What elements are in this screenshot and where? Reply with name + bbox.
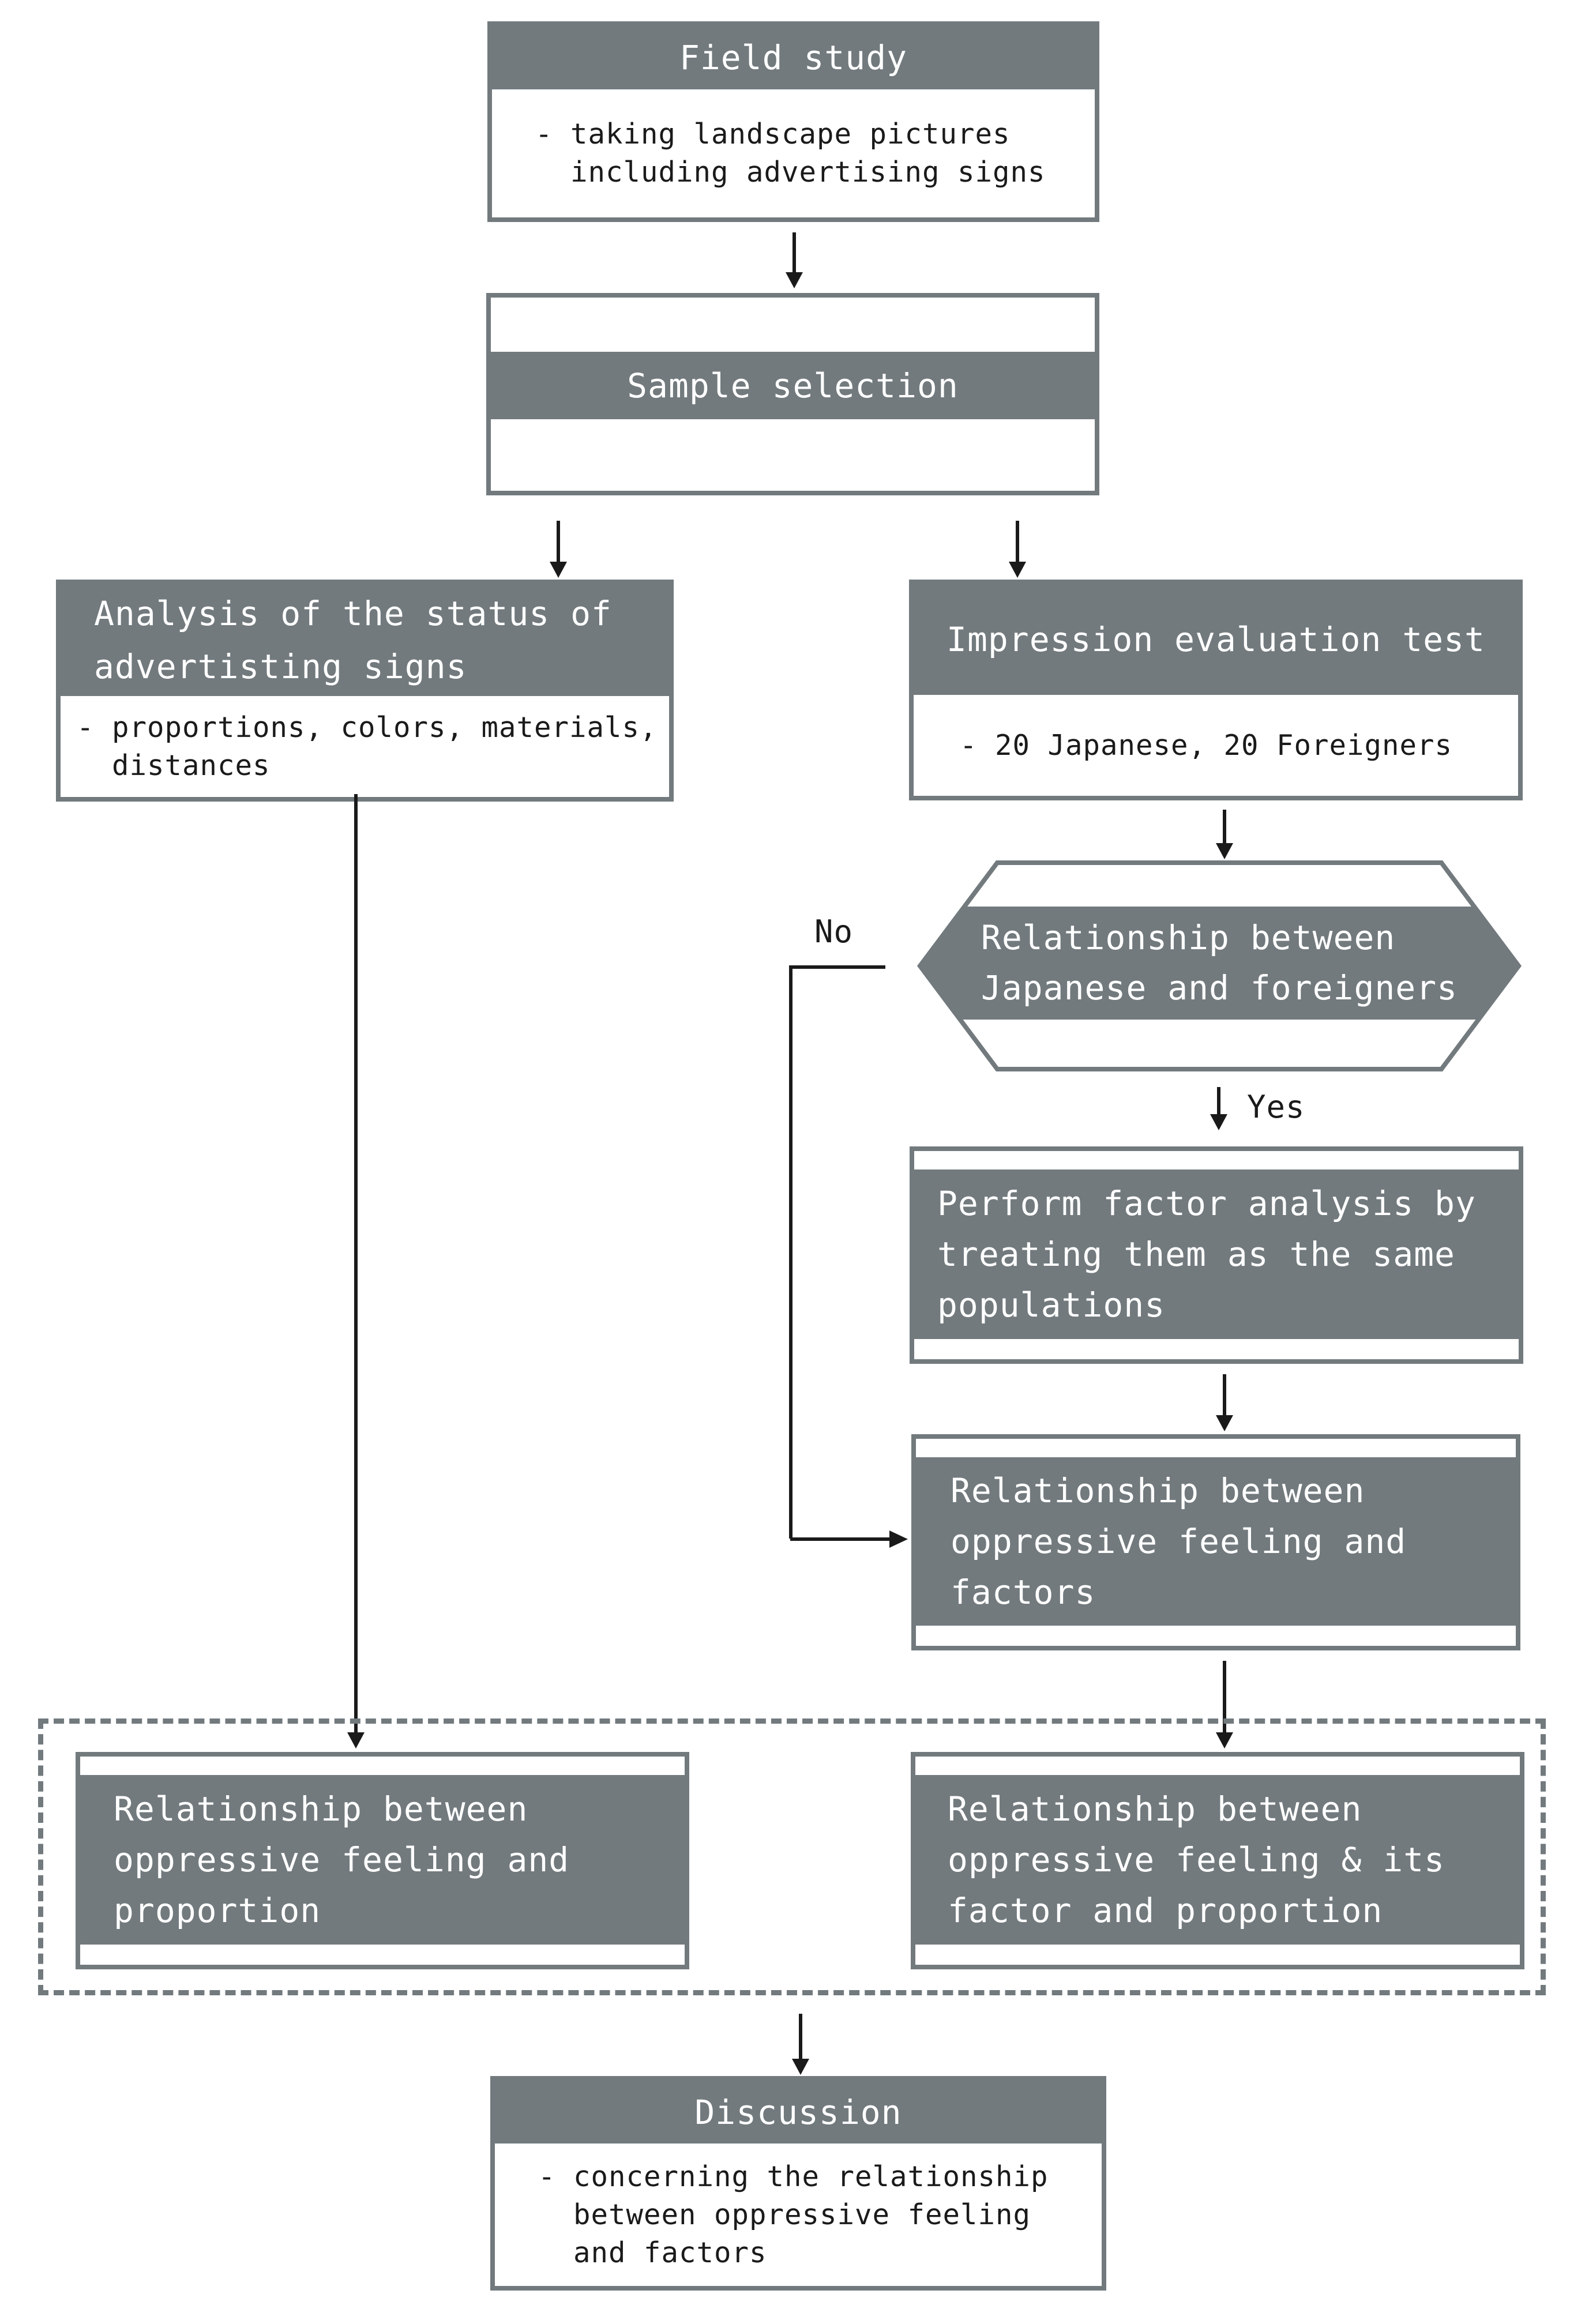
stripe-top — [914, 1151, 1519, 1169]
node-analysis-title: Analysis of the status of advertisting s… — [61, 584, 669, 696]
node-impression-title: Impression evaluation test — [914, 584, 1518, 695]
arrow-shaft — [1016, 521, 1019, 563]
no-path-line-v — [789, 965, 792, 1539]
dashed-group-box — [38, 1718, 1546, 1995]
node-oppressive-factor-proportion: Relationship between oppressive feeling … — [911, 1752, 1524, 1969]
arrow-group-to-discussion — [792, 2014, 809, 2075]
node-discussion-title: Discussion — [495, 2081, 1102, 2144]
node-oppressive-factors: Relationship between oppressive feeling … — [911, 1434, 1520, 1650]
arrow-shaft — [1223, 1661, 1226, 1733]
arrow-sample-to-analysis — [550, 521, 567, 578]
decision-label: Relationship between Japanese and foreig… — [915, 907, 1523, 1020]
node-analysis-body: - proportions, colors, materials, distan… — [77, 710, 658, 782]
no-path-line-h1 — [789, 965, 885, 969]
stripe-top — [915, 1757, 1520, 1775]
arrow-field-to-sample — [786, 232, 803, 288]
arrow-shaft — [1217, 1087, 1220, 1115]
arrowhead-down-icon — [1216, 1415, 1233, 1431]
arrow-sample-to-impression — [1009, 521, 1026, 578]
arrowhead-down-icon — [347, 1732, 365, 1748]
arrow-analysis-to-proportion — [347, 794, 365, 1748]
yes-arrow — [1210, 1087, 1227, 1130]
stripe-top — [916, 1439, 1516, 1457]
arrow-shaft — [1223, 810, 1226, 844]
node-sample-selection-title: Sample selection — [491, 352, 1095, 419]
node-perform-factor-text: Perform factor analysis by treating them… — [937, 1184, 1476, 1325]
node-discussion-body: - concerning the relationship between op… — [538, 2160, 1049, 2269]
band-white-top — [491, 298, 1095, 352]
arrow-shaft — [557, 521, 560, 563]
stripe-top — [80, 1757, 685, 1775]
arrow-shaft — [354, 794, 358, 1733]
no-label: No — [814, 913, 854, 950]
arrowhead-right-icon — [889, 1530, 908, 1548]
hexagon-band — [920, 907, 1519, 1020]
node-field-study: Field study - taking landscape pictures … — [487, 21, 1099, 222]
node-oppressive-factors-text: Relationship between oppressive feeling … — [951, 1471, 1407, 1612]
arrow-shaft — [1223, 1374, 1226, 1416]
arrow-impression-to-decision — [1216, 810, 1233, 859]
node-sample-selection: Sample selection — [486, 293, 1099, 495]
arrowhead-down-icon — [1216, 843, 1233, 859]
decision-text: Relationship between Japanese and foreig… — [981, 918, 1458, 1007]
stripe-bottom — [914, 1339, 1519, 1359]
arrow-shaft — [799, 2014, 802, 2060]
arrowhead-down-icon — [792, 2059, 809, 2075]
band-white-bottom — [491, 419, 1095, 491]
stripe-bottom — [80, 1945, 685, 1965]
node-oppressive-proportion: Relationship between oppressive feeling … — [76, 1752, 689, 1969]
node-impression: Impression evaluation test - 20 Japanese… — [909, 580, 1523, 800]
yes-label: Yes — [1247, 1089, 1305, 1125]
stripe-bottom — [915, 1945, 1520, 1965]
stripe-bottom — [916, 1626, 1516, 1646]
arrowhead-down-icon — [786, 272, 803, 288]
decision-hexagon — [917, 860, 1522, 1071]
node-discussion: Discussion - concerning the relationship… — [490, 2076, 1106, 2291]
arrowhead-down-icon — [550, 562, 567, 578]
arrow-perform-to-factors — [1216, 1374, 1233, 1431]
node-impression-body: - 20 Japanese, 20 Foreigners — [960, 728, 1453, 762]
arrowhead-down-icon — [1210, 1114, 1227, 1130]
node-oppressive-factor-proportion-text: Relationship between oppressive feeling … — [948, 1789, 1445, 1930]
arrowhead-down-icon — [1216, 1732, 1233, 1748]
arrow-factors-to-factor-proportion — [1216, 1661, 1233, 1748]
node-field-study-body: - taking landscape pictures including ad… — [535, 118, 1046, 189]
node-perform-factor: Perform factor analysis by treating them… — [910, 1146, 1523, 1364]
node-field-study-title: Field study — [492, 26, 1095, 89]
node-oppressive-proportion-text: Relationship between oppressive feeling … — [114, 1789, 570, 1930]
node-analysis: Analysis of the status of advertisting s… — [56, 580, 674, 802]
arrow-shaft — [792, 232, 796, 273]
arrowhead-down-icon — [1009, 562, 1026, 578]
no-path-line-h2 — [790, 1537, 889, 1541]
